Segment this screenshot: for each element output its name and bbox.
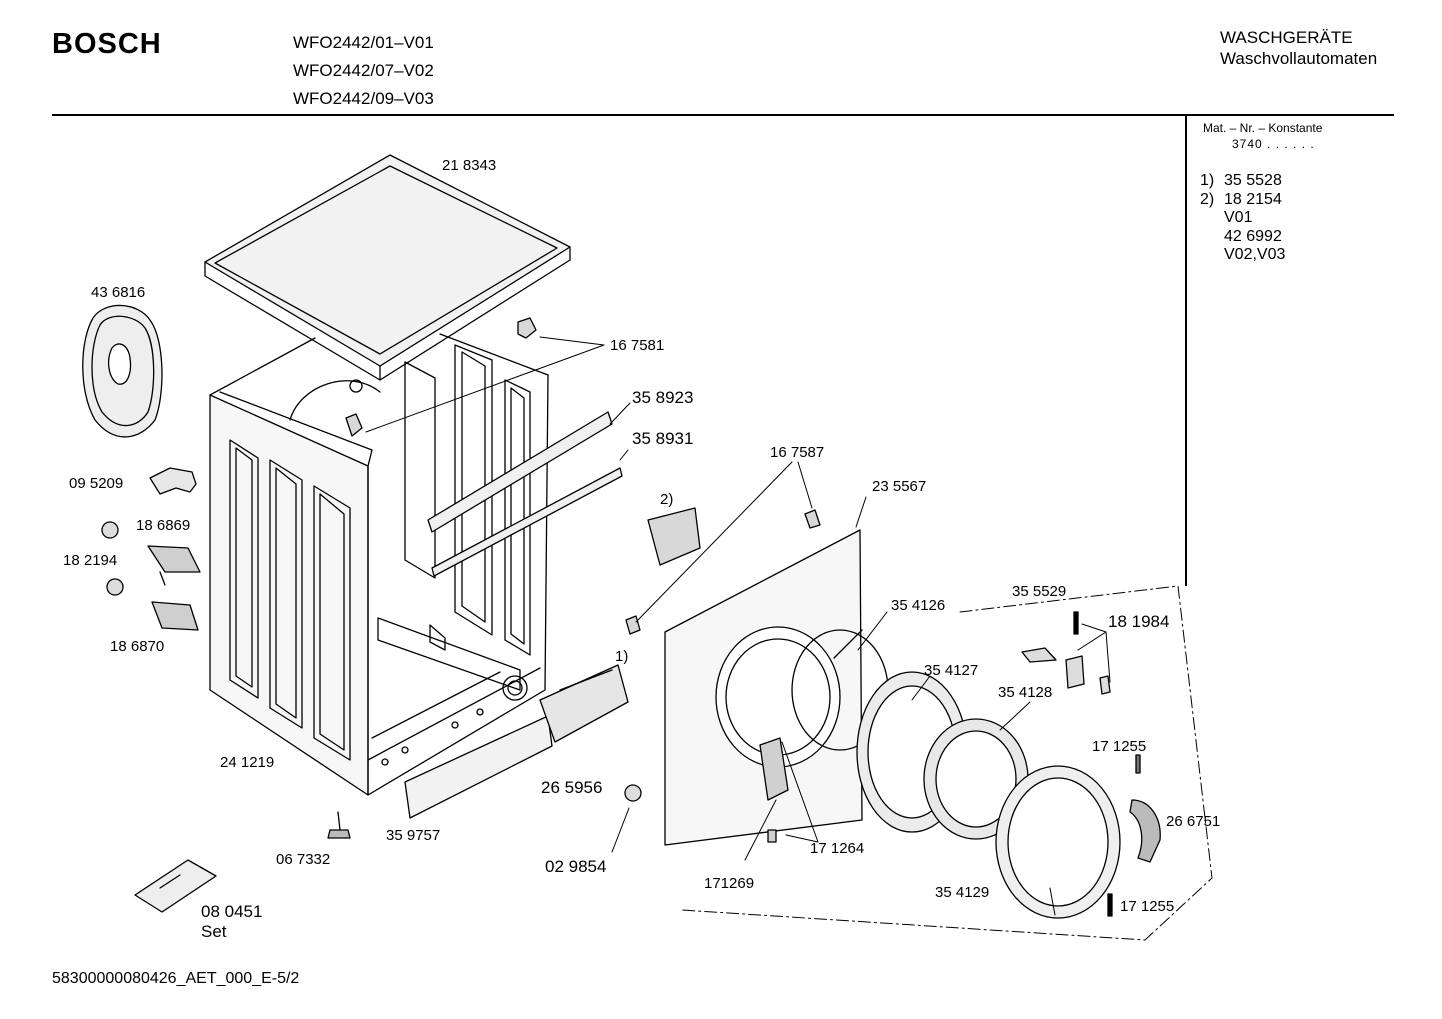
part-label: 35 8923 [632,388,694,407]
model-number-2: WFO2442/07–V02 [293,61,434,80]
lever-part [1065,655,1085,689]
material-number-header: Mat. – Nr. – Konstante [1203,121,1323,135]
part-label: 16 7581 [610,337,665,354]
clip-part [149,467,197,495]
part-label: 17 1255 [1092,738,1147,755]
support-rails [427,411,623,577]
part-label: 18 2194 [63,552,118,569]
rear-cover [82,304,163,438]
clip-part [804,509,821,529]
hinge-clip [345,317,537,437]
note-number: 1) [1200,172,1215,189]
control-panel [404,664,629,819]
part-label: 26 6751 [1166,813,1221,830]
door-outer-ring [995,765,1121,919]
footnote-marker: 2) [660,491,674,508]
note-item: 2) 18 2154 [1200,191,1282,209]
part-label: 18 6870 [110,638,165,655]
part-label: Set [201,922,227,941]
leader-lines [365,336,1111,916]
category-title: WASCHGERÄTE [1220,28,1353,47]
leveling-foot [327,811,351,839]
part-label: 17 1264 [810,840,865,857]
pin-part [1107,893,1113,917]
part-label: 43 6816 [91,284,146,301]
top-cover [204,154,571,381]
front-panel [664,529,863,846]
clip-part [625,615,641,635]
cabinet-frame [209,333,549,796]
part-label: 171269 [704,875,755,892]
part-label: 35 4128 [998,684,1053,701]
note-item: 42 6992 [1200,228,1282,246]
spring-part [1099,675,1111,695]
door-handle [1129,799,1161,863]
note-item: V01 [1200,209,1252,227]
lever-part [1021,647,1057,663]
part-label: 35 5529 [1012,583,1067,600]
footnote-marker: 1) [615,648,629,665]
part-label: 35 9757 [386,827,441,844]
sidebar-divider [1185,116,1187,586]
part-label: 21 8343 [442,157,497,174]
note-text: 42 6992 [1224,228,1282,245]
note-text: V01 [1224,209,1253,226]
part-label: 18 6869 [136,517,191,534]
part-label: 35 4126 [891,597,946,614]
part-label: 18 1984 [1108,612,1170,631]
note-text: 35 5528 [1224,172,1282,189]
door-hinge [759,737,789,801]
note-item: 1) 35 5528 [1200,172,1282,190]
brand-logo: BOSCH [52,28,162,60]
foot-parts [101,521,201,631]
model-number-3: WFO2442/09–V03 [293,89,434,108]
part-label: 09 5209 [69,475,124,492]
note-item: V02,V03 [1200,246,1285,264]
part-label: 23 5567 [872,478,927,495]
part-label: 24 1219 [220,754,275,771]
part-label: 02 9854 [545,857,607,876]
document-id: 58300000080426_AET_000_E-5/2 [52,970,300,987]
part-label: 17 1255 [1120,898,1175,915]
header-divider [52,114,1394,116]
part-label: 35 4129 [935,884,990,901]
note-text: V02,V03 [1224,246,1286,263]
category-subtitle: Waschvollautomaten [1220,49,1378,68]
part-label: 35 8931 [632,429,694,448]
part-label: 26 5956 [541,778,603,797]
pin-part [1135,754,1141,774]
part-label: 06 7332 [276,851,331,868]
material-number-value: 3740 . . . . . . [1232,137,1315,151]
door-assembly-frame [681,585,1213,941]
plug-part [624,784,642,802]
model-number-1: WFO2442/01–V01 [293,33,434,52]
hinge-pin [767,829,777,843]
part-label: 35 4127 [924,662,979,679]
note-number: 2) [1200,191,1215,208]
part-label: 08 0451 [201,902,263,921]
transport-set [134,859,217,913]
door-lock [647,507,701,566]
note-text: 18 2154 [1224,191,1282,208]
part-label: 16 7587 [770,444,825,461]
pin-part [1073,611,1079,635]
